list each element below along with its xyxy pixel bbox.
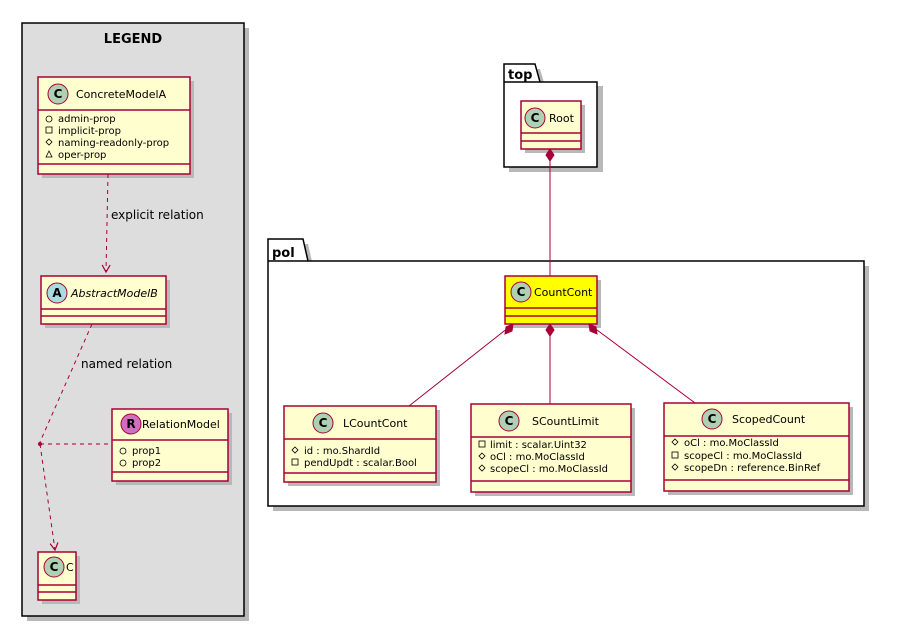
legend-abstract-class[interactable]: A AbstractModelB — [40, 275, 170, 328]
class-badge-icon — [498, 410, 520, 432]
class-badge-letter: C — [531, 111, 540, 125]
class-badge-icon — [47, 83, 69, 105]
private-visibility-icon — [291, 458, 299, 466]
protected-visibility-icon — [45, 138, 53, 146]
class-lcountcont[interactable]: C LCountCont id : mo.ShardId pendUpdt : … — [283, 405, 440, 486]
class-root[interactable]: C Root — [520, 100, 585, 153]
member-scopedn: scopeDn : reference.BinRef — [684, 463, 821, 474]
member-admin-prop: admin-prop — [58, 114, 116, 125]
private-visibility-icon — [478, 440, 486, 448]
named-relation-edge — [39, 323, 93, 443]
relation-badge-letter: R — [126, 417, 135, 431]
protected-visibility-icon — [671, 438, 679, 446]
abstract-class-name: AbstractModelB — [70, 287, 158, 300]
class-name: SCountLimit — [532, 415, 600, 428]
composition-diamond-icon — [545, 323, 555, 337]
public-visibility-icon — [45, 115, 53, 123]
class-badge-icon — [43, 556, 65, 578]
protected-visibility-icon — [671, 463, 679, 471]
protected-visibility-icon — [291, 446, 299, 454]
legend-relation-model[interactable]: R RelationModel prop1 prop2 — [111, 408, 232, 485]
class-name: CountCont — [534, 286, 593, 299]
member-naming-readonly-prop: naming-readonly-prop — [58, 138, 169, 149]
abstract-badge-icon — [46, 282, 68, 304]
class-badge-icon — [524, 107, 546, 129]
package-title: pol — [272, 246, 295, 261]
class-badge-icon — [510, 281, 532, 303]
member-oper-prop: oper-prop — [58, 150, 106, 161]
composition-edge — [588, 323, 696, 404]
class-name: Root — [549, 112, 575, 125]
class-badge-icon — [312, 412, 334, 434]
class-badge-letter: C — [517, 285, 526, 299]
member-id: id : mo.ShardId — [304, 446, 380, 457]
private-visibility-icon — [45, 126, 53, 134]
explicit-relation-edge — [101, 173, 111, 274]
abstract-badge-letter: A — [52, 286, 62, 300]
class-name: ScopedCount — [732, 413, 806, 426]
composition-diamond-icon — [504, 323, 514, 335]
class-name: C — [66, 561, 74, 574]
protected-visibility-icon — [478, 452, 486, 460]
legend-title: LEGEND — [104, 32, 163, 47]
public-visibility-icon — [119, 459, 127, 467]
member-implicit-prop: implicit-prop — [58, 126, 121, 137]
member-scopecl: scopeCl : mo.MoClassId — [490, 464, 608, 475]
relation-model-name: RelationModel — [142, 418, 220, 431]
legend-target-class[interactable]: C C — [37, 551, 80, 604]
package-visibility-icon — [45, 150, 53, 158]
member-limit: limit : scalar.Uint32 — [490, 440, 587, 451]
class-scopedcount[interactable]: C ScopedCount oCl : mo.MoClassId scopeCl… — [663, 402, 853, 495]
class-badge-letter: C — [50, 560, 59, 574]
named-relation-target-edge — [39, 443, 59, 552]
class-badge-letter: C — [505, 414, 514, 428]
class-name: ConcreteModelA — [76, 88, 167, 101]
public-visibility-icon — [119, 447, 127, 455]
member-prop2: prop2 — [132, 458, 161, 469]
named-relation-label: named relation — [81, 357, 172, 371]
class-badge-letter: C — [708, 412, 717, 426]
composition-edge — [408, 323, 514, 407]
protected-visibility-icon — [478, 464, 486, 472]
member-pendupdt: pendUpdt : scalar.Bool — [304, 458, 417, 469]
member-scopecl: scopeCl : mo.MoClassId — [684, 451, 802, 462]
member-prop1: prop1 — [132, 446, 161, 457]
private-visibility-icon — [671, 451, 679, 459]
class-badge-icon — [701, 408, 723, 430]
class-name: LCountCont — [343, 417, 408, 430]
class-countcont[interactable]: C CountCont — [504, 275, 601, 328]
legend-concrete-class[interactable]: C ConcreteModelA admin-prop implicit-pro… — [37, 76, 194, 178]
relation-badge-icon — [120, 413, 142, 435]
explicit-relation-label: explicit relation — [111, 208, 204, 222]
composition-diamond-icon — [545, 148, 555, 162]
composition-diamond-icon — [588, 323, 598, 335]
package-title: top — [508, 68, 532, 83]
class-badge-letter: C — [319, 416, 328, 430]
class-scountlimit[interactable]: C SCountLimit limit : scalar.Uint32 oCl … — [470, 403, 635, 496]
member-ocl: oCl : mo.MoClassId — [684, 438, 779, 449]
class-badge-letter: C — [54, 87, 63, 101]
member-ocl: oCl : mo.MoClassId — [490, 452, 585, 463]
